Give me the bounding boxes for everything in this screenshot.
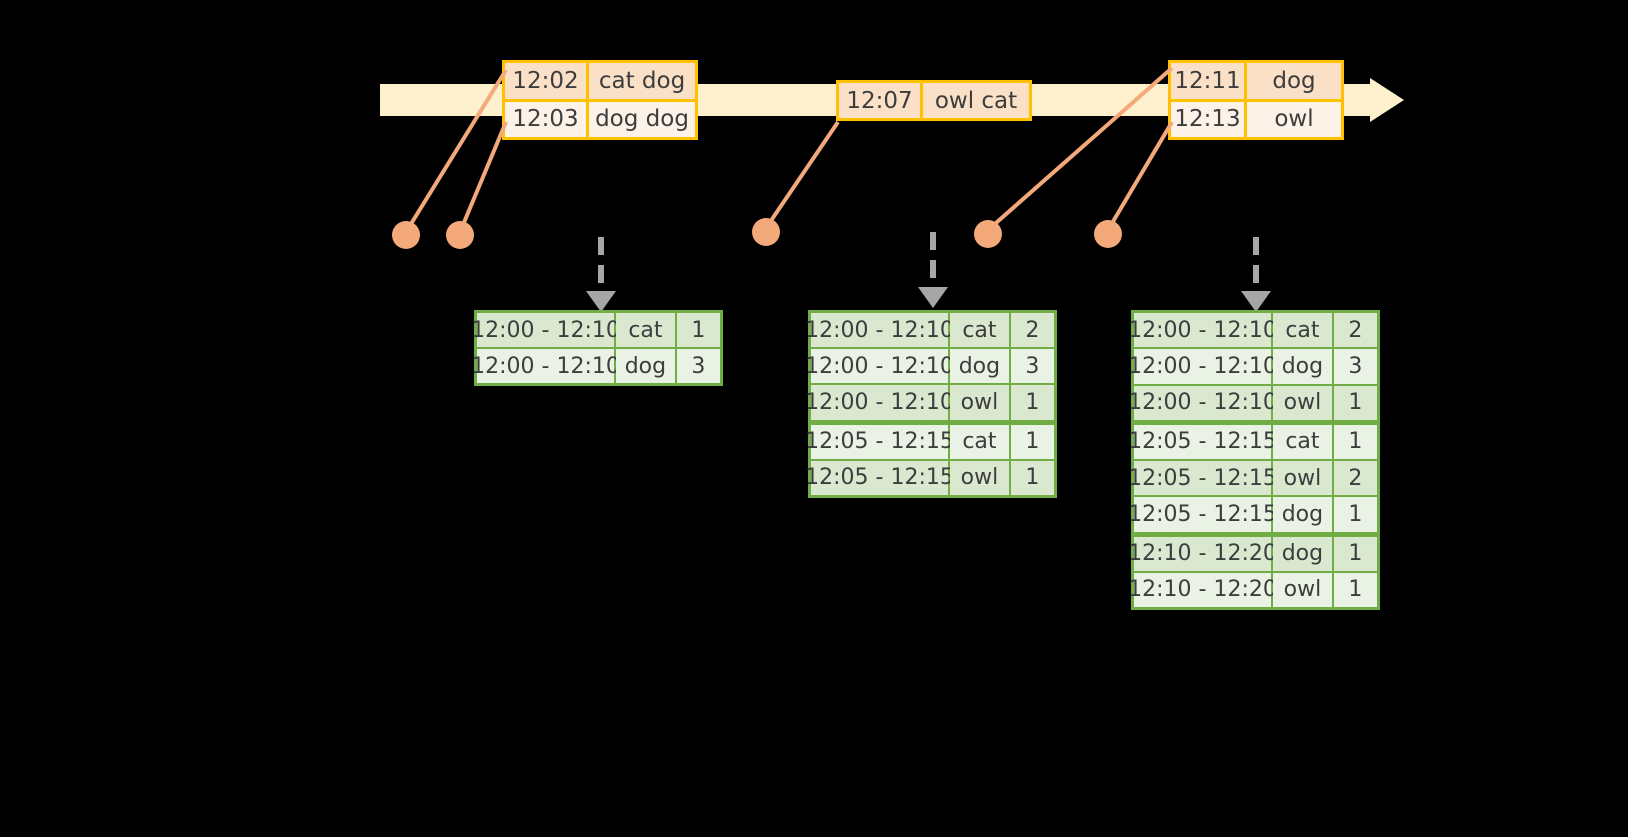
event-dot [446, 221, 474, 249]
cell-window: 12:05 - 12:15 [805, 424, 954, 459]
event-row[interactable]: 12:02 cat dog [505, 63, 695, 99]
event-words: owl cat [923, 83, 1029, 118]
cell-key: dog [616, 349, 675, 383]
cell-count: 1 [1333, 424, 1377, 459]
event-words: owl [1247, 101, 1341, 137]
cell-count: 1 [676, 313, 720, 347]
connector-line-3 [764, 120, 840, 230]
cell-count: 1 [1010, 424, 1054, 459]
cell-key: cat [616, 313, 675, 347]
event-dot [752, 218, 780, 246]
cell-count: 1 [1333, 536, 1377, 571]
event-row[interactable]: 12:07 owl cat [839, 83, 1029, 118]
event-group-3[interactable]: 12:11 dog 12:13 owl [1168, 60, 1344, 140]
cell-key: owl [950, 460, 1009, 496]
cell-count: 1 [1333, 572, 1377, 607]
cell-window: 12:00 - 12:10 [471, 313, 620, 347]
event-time: 12:07 [839, 83, 923, 118]
cell-window: 12:05 - 12:15 [805, 460, 954, 496]
cell-count: 1 [1333, 385, 1377, 420]
event-dot [392, 221, 420, 249]
cell-count: 2 [1333, 461, 1377, 496]
cell-key: owl [1273, 385, 1332, 420]
cell-window: 12:05 - 12:15 [1128, 424, 1277, 459]
table-row[interactable]: 12:00 - 12:10 owl 1 [1128, 385, 1377, 420]
cell-key: cat [950, 313, 1009, 348]
result-table-1[interactable]: 12:00 - 12:10 cat 1 12:00 - 12:10 dog 3 [471, 310, 723, 386]
cell-key: owl [950, 385, 1009, 420]
table-row[interactable]: 12:00 - 12:10 dog 3 [805, 349, 1054, 384]
cell-window: 12:00 - 12:10 [1128, 385, 1277, 420]
cell-window: 12:00 - 12:10 [805, 385, 954, 420]
table-row[interactable]: 12:00 - 12:10 dog 3 [1128, 349, 1377, 384]
result-table-3[interactable]: 12:00 - 12:10 cat 2 12:00 - 12:10 dog 3 … [1128, 310, 1380, 610]
table-row[interactable]: 12:00 - 12:10 owl 1 [805, 385, 1054, 420]
cell-key: dog [950, 349, 1009, 384]
cell-key: dog [1273, 349, 1332, 384]
cell-key: dog [1273, 536, 1332, 571]
arrow-head-1 [586, 291, 616, 312]
event-row[interactable]: 12:13 owl [1171, 98, 1341, 137]
event-words: dog [1247, 63, 1341, 99]
cell-count: 3 [676, 349, 720, 383]
event-dot [1094, 220, 1122, 248]
cell-count: 1 [1333, 497, 1377, 532]
dashed-arrows [598, 232, 1259, 292]
table-row[interactable]: 12:00 - 12:10 cat 2 [1128, 313, 1377, 348]
arrow-head-3 [1241, 291, 1271, 312]
event-group-1[interactable]: 12:02 cat dog 12:03 dog dog [502, 60, 698, 140]
cell-key: owl [1273, 461, 1332, 496]
cell-window: 12:00 - 12:10 [1128, 313, 1277, 348]
cell-window: 12:05 - 12:15 [1128, 497, 1277, 532]
table-row[interactable]: 12:00 - 12:10 dog 3 [471, 349, 720, 383]
cell-window: 12:00 - 12:10 [805, 313, 954, 348]
cell-count: 2 [1333, 313, 1377, 348]
cell-count: 2 [1010, 313, 1054, 348]
table-row[interactable]: 12:00 - 12:10 cat 1 [471, 313, 720, 347]
event-row[interactable]: 12:03 dog dog [505, 98, 695, 137]
event-dots [392, 218, 1122, 249]
event-time: 12:02 [505, 63, 589, 99]
table-row[interactable]: 12:00 - 12:10 cat 2 [805, 313, 1054, 348]
arrow-head-2 [918, 287, 948, 308]
event-words: dog dog [589, 101, 695, 137]
connector-line-2 [458, 121, 508, 233]
event-group-2[interactable]: 12:07 owl cat [836, 80, 1032, 121]
cell-window: 12:00 - 12:10 [1128, 349, 1277, 384]
cell-count: 1 [1010, 385, 1054, 420]
table-row[interactable]: 12:10 - 12:20 owl 1 [1128, 572, 1377, 607]
table-row[interactable]: 12:05 - 12:15 dog 1 [1128, 497, 1377, 532]
cell-count: 3 [1010, 349, 1054, 384]
connector-line-5 [1106, 120, 1174, 232]
event-time: 12:11 [1171, 63, 1247, 99]
table-row[interactable]: 12:05 - 12:15 owl 2 [1128, 461, 1377, 496]
cell-window: 12:00 - 12:10 [471, 349, 620, 383]
table-row[interactable]: 12:10 - 12:20 dog 1 [1128, 536, 1377, 571]
table-row[interactable]: 12:05 - 12:15 cat 1 [805, 424, 1054, 459]
timeline-arrowhead [1370, 78, 1404, 122]
event-time: 12:13 [1171, 101, 1247, 137]
event-words: cat dog [589, 63, 695, 99]
cell-window: 12:00 - 12:10 [805, 349, 954, 384]
cell-window: 12:05 - 12:15 [1128, 461, 1277, 496]
event-dot [974, 220, 1002, 248]
cell-window: 12:10 - 12:20 [1128, 572, 1277, 607]
result-table-2[interactable]: 12:00 - 12:10 cat 2 12:00 - 12:10 dog 3 … [805, 310, 1057, 498]
table-row[interactable]: 12:05 - 12:15 owl 1 [805, 460, 1054, 496]
cell-key: owl [1273, 572, 1332, 607]
cell-key: cat [1273, 424, 1332, 459]
dashed-arrow-heads [586, 287, 1271, 312]
cell-count: 3 [1333, 349, 1377, 384]
cell-key: dog [1273, 497, 1332, 532]
cell-count: 1 [1010, 460, 1054, 496]
cell-key: cat [1273, 313, 1332, 348]
event-row[interactable]: 12:11 dog [1171, 63, 1341, 99]
cell-key: cat [950, 424, 1009, 459]
cell-window: 12:10 - 12:20 [1128, 536, 1277, 571]
table-row[interactable]: 12:05 - 12:15 cat 1 [1128, 424, 1377, 459]
event-time: 12:03 [505, 101, 589, 137]
